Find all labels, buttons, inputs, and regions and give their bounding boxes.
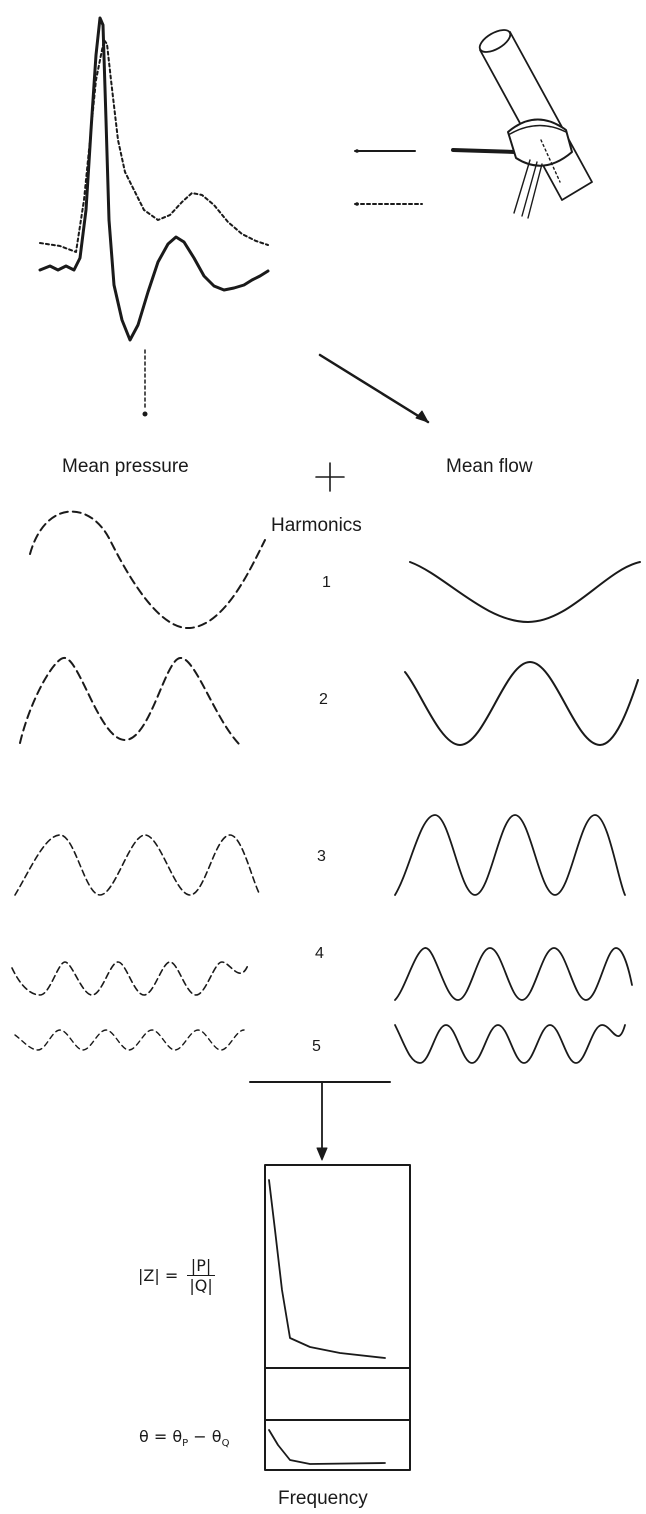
flow-probe-icon (451, 29, 593, 219)
flow-harmonic-2 (404, 661, 639, 746)
flow-waveform (39, 39, 269, 253)
flow-harmonic-1 (409, 561, 641, 623)
phase-lhs: θ = θ (139, 1427, 183, 1446)
harmonic-number: 5 (312, 1038, 321, 1055)
harmonics-label: Harmonics (271, 515, 362, 536)
impedance-spectrum-box (264, 1164, 411, 1471)
harmonic-number: 4 (315, 945, 324, 962)
flow-harmonic-3 (394, 814, 626, 896)
phase-formula: θ = θP − θQ (139, 1427, 229, 1449)
modulus-curve (268, 1179, 386, 1359)
pressure-waveform (38, 16, 270, 342)
mean-flow-label: Mean flow (446, 456, 533, 477)
pressure-harmonic-4 (11, 961, 249, 996)
modulus-formula: |Z| = |P| |Q| (138, 1256, 215, 1295)
phase-sub-q: Q (221, 1438, 230, 1450)
modulus-lhs: |Z| = (138, 1266, 179, 1285)
pressure-harmonic-5 (14, 1029, 245, 1051)
flow-harmonic-4 (394, 947, 633, 1001)
phase-minus: − θ (188, 1427, 222, 1446)
mean-pressure-label: Mean pressure (62, 456, 189, 477)
flow-harmonic-5 (394, 1024, 626, 1064)
harmonic-number: 2 (319, 691, 328, 708)
pressure-harmonic-1 (29, 510, 266, 630)
phase-sub-p: P (182, 1438, 189, 1450)
mean-flow-arrow (318, 353, 430, 424)
modulus-denominator: |Q| (189, 1276, 213, 1295)
phase-curve (268, 1429, 386, 1465)
frequency-label: Frequency (278, 1488, 368, 1509)
pressure-harmonic-2 (19, 657, 241, 746)
harmonic-number: 3 (317, 848, 326, 865)
pressure-harmonic-3 (14, 834, 261, 896)
modulus-numerator: |P| (187, 1256, 215, 1276)
harmonic-number: 1 (322, 574, 331, 591)
